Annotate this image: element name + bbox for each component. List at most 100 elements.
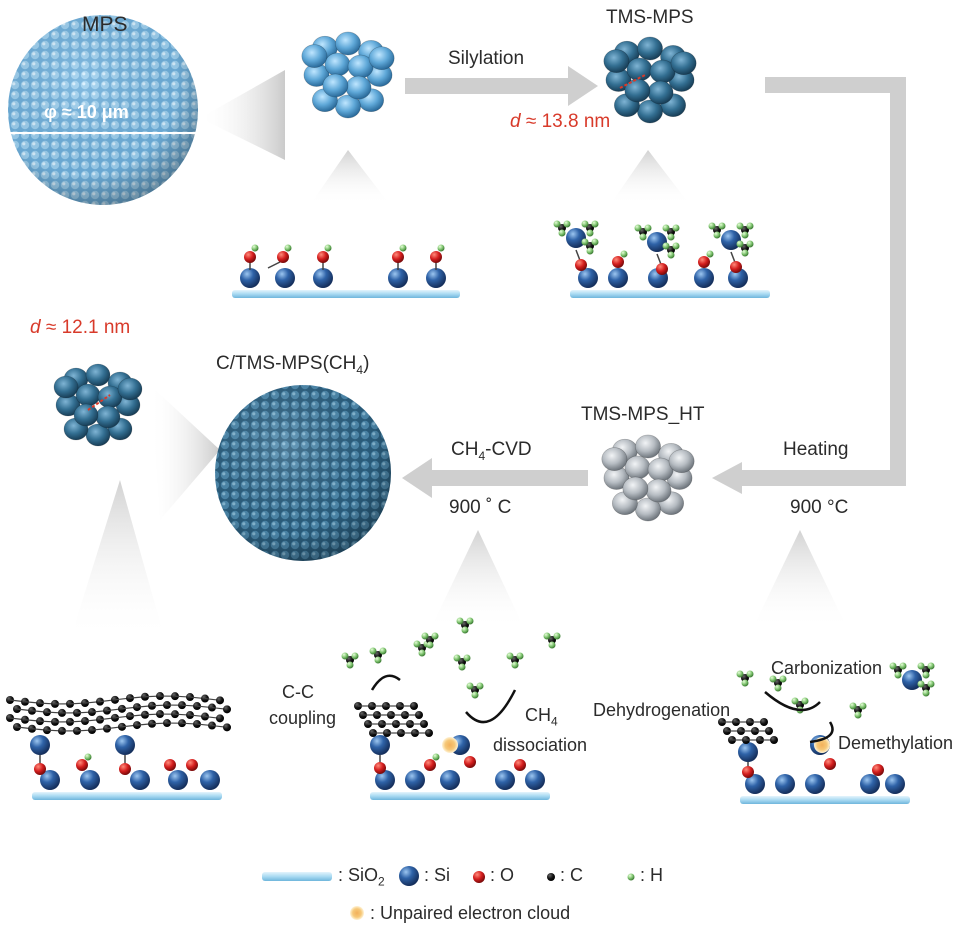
pore-bead	[302, 45, 327, 68]
o-atom	[164, 759, 176, 771]
pore-bead	[96, 406, 120, 428]
si-atom	[313, 268, 333, 288]
h-atom	[747, 223, 754, 230]
h-atom	[709, 223, 716, 230]
si-atom	[738, 742, 758, 762]
si-atom	[275, 268, 295, 288]
h-atom	[375, 657, 382, 664]
c-atom	[223, 705, 231, 713]
h-atom	[370, 648, 377, 655]
h-atom	[663, 243, 670, 250]
si-atom	[405, 770, 425, 790]
h-atom	[707, 251, 714, 258]
tms-mps-ht-pore-cluster	[602, 435, 694, 521]
silylation-label: Silylation	[448, 49, 524, 68]
h-atom	[438, 245, 445, 252]
pore-bead	[335, 32, 360, 55]
zoom-cone-c-surface	[70, 480, 165, 640]
ch4-cvd-label: CH4-CVD	[451, 440, 532, 462]
si-atom	[440, 770, 460, 790]
h-atom	[928, 663, 935, 670]
h-atom	[668, 252, 675, 259]
h-atom	[454, 655, 461, 662]
pore-bead	[625, 456, 650, 479]
mps-label: MPS	[82, 14, 128, 35]
ch4-dissociation-main: CH	[525, 705, 551, 725]
h-atom	[459, 664, 466, 671]
o-atom	[277, 251, 289, 263]
h-atom	[923, 690, 930, 697]
h-atom	[918, 681, 925, 688]
h-atom	[457, 618, 464, 625]
o-atom	[119, 763, 131, 775]
h-atom	[467, 618, 474, 625]
pore-bead	[325, 53, 350, 76]
si-atom	[525, 770, 545, 790]
h-atom	[347, 662, 354, 669]
c-tms-mps-label: C/TMS-MPS(CH4)	[216, 354, 369, 376]
h-atom	[285, 245, 292, 252]
h-atom	[427, 642, 434, 649]
h-atom	[464, 655, 471, 662]
h-atom	[582, 221, 589, 228]
legend-unpaired-label: : Unpaired electron cloud	[370, 904, 570, 922]
heating-temperature-label: 900 °C	[790, 498, 848, 517]
h-atom	[737, 241, 744, 248]
si-atom	[388, 268, 408, 288]
demethylation-label: Demethylation	[838, 734, 953, 752]
h-atom	[673, 243, 680, 250]
h-atom	[890, 663, 897, 670]
si-atom	[885, 774, 905, 794]
h-atom	[742, 680, 749, 687]
si-atom	[902, 670, 922, 690]
ch4-dissociation-line1: CH4	[525, 706, 558, 728]
tms-surface-trimethylsilyl	[554, 221, 771, 299]
h-atom	[467, 683, 474, 690]
h-atom	[587, 248, 594, 255]
h-atom	[582, 239, 589, 246]
ch4-dissociation-sub: 4	[551, 715, 558, 729]
pore-bead	[346, 76, 371, 99]
h-atom	[737, 223, 744, 230]
o-atom	[575, 259, 587, 271]
mps-pore-cluster	[302, 32, 394, 118]
zoom-cone-c-sphere	[150, 385, 220, 520]
pore-bead	[86, 364, 110, 386]
h-atom	[918, 663, 925, 670]
si-atom	[168, 770, 188, 790]
c-tms-mps-pore-cluster	[54, 364, 142, 446]
ch4-dissociation-line2: dissociation	[493, 736, 587, 754]
sio2-slab	[232, 290, 460, 298]
si-atom	[775, 774, 795, 794]
legend-c-label: : C	[560, 866, 583, 884]
h-atom	[549, 642, 556, 649]
pore-bead	[671, 52, 696, 75]
carbonization-label: Carbonization	[771, 659, 882, 677]
pore-bead	[635, 435, 660, 458]
h-atom	[342, 653, 349, 660]
c-tms-mps-sphere	[215, 385, 391, 561]
cvd-temperature-label: 900 ˚ C	[449, 498, 511, 517]
o-atom	[698, 256, 710, 268]
o-atom	[186, 759, 198, 771]
o-atom	[730, 261, 742, 273]
cc-coupling-line2: coupling	[269, 709, 336, 727]
si-atom	[426, 268, 446, 288]
h-atom	[325, 245, 332, 252]
h-atom	[554, 221, 561, 228]
h-atom	[663, 225, 670, 232]
h-atom	[592, 239, 599, 246]
dehydrogenation-label: Dehydrogenation	[593, 701, 730, 719]
h-atom	[673, 225, 680, 232]
o-atom	[430, 251, 442, 263]
h-atom	[592, 221, 599, 228]
h-atom	[477, 683, 484, 690]
coupling-arrow	[372, 676, 400, 690]
pore-bead	[118, 378, 142, 400]
legend-si-label: : Si	[424, 866, 450, 884]
tms-d-value: ≈ 13.8 nm	[526, 111, 610, 132]
o-atom	[612, 256, 624, 268]
ch4-cvd-arrow	[402, 458, 588, 498]
c-atom	[223, 723, 231, 731]
